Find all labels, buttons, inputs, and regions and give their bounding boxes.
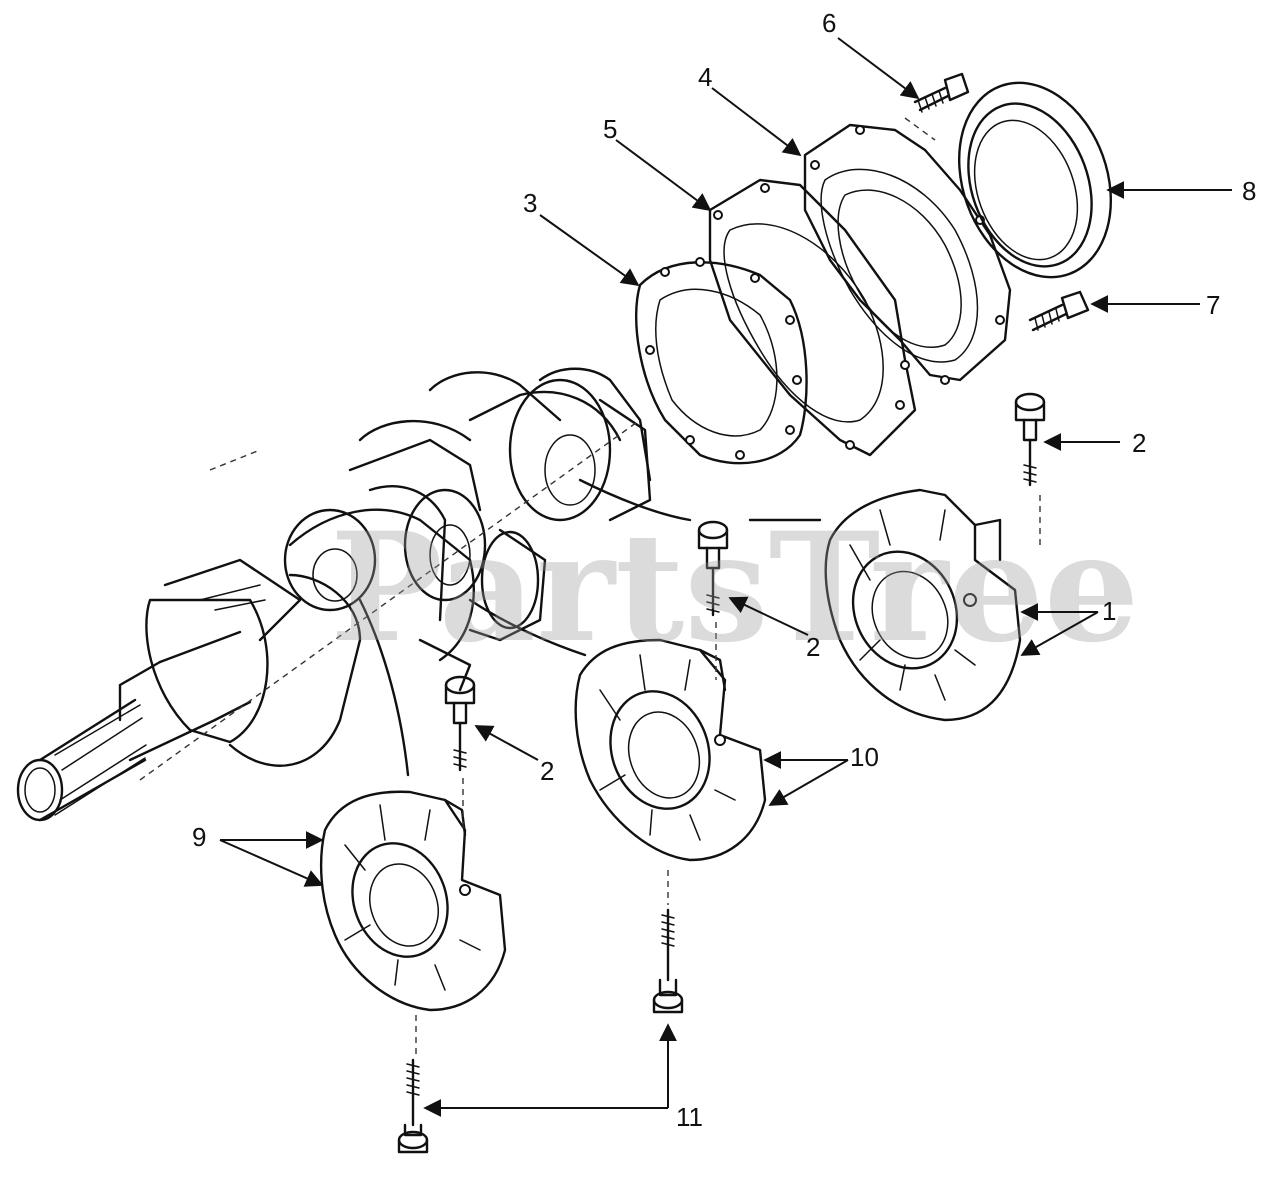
callout-8: 8 <box>1242 176 1256 206</box>
callout-10: 10 <box>850 742 879 772</box>
plate-part-5 <box>708 178 917 457</box>
bolt-part-7 <box>1028 290 1090 332</box>
callout-7: 7 <box>1206 290 1220 320</box>
retainer-plate-part-4 <box>803 123 1012 385</box>
bolt-part-2-left <box>444 675 476 830</box>
bolt-part-2-right <box>1014 392 1046 545</box>
callout-3: 3 <box>523 188 537 218</box>
callout-4: 4 <box>698 62 712 92</box>
bearing-cap-part-10 <box>574 638 767 862</box>
bearing-cap-part-9 <box>319 790 507 1012</box>
callout-2-right: 2 <box>1132 428 1146 458</box>
callout-9: 9 <box>192 822 206 852</box>
leader-lines <box>219 37 1232 1117</box>
callout-labels: 6 4 5 3 8 7 2 1 2 2 10 9 11 <box>192 8 1256 1132</box>
callout-6: 6 <box>822 8 836 38</box>
assembly-lines <box>358 478 822 777</box>
watermark: PartsTree <box>330 500 1139 676</box>
callout-2-middle: 2 <box>806 632 820 662</box>
callout-11: 11 <box>676 1102 703 1132</box>
gasket-part-3 <box>635 257 808 465</box>
callout-5: 5 <box>603 114 617 144</box>
bolt-part-6 <box>904 72 970 141</box>
bolt-part-11-lower <box>397 1015 429 1154</box>
bolt-part-11-upper <box>652 870 684 1014</box>
bearing-cap-part-1 <box>824 488 1022 722</box>
oil-seal-part-8 <box>957 81 1113 279</box>
bolt-part-2-middle <box>697 520 729 680</box>
callout-1: 1 <box>1102 596 1116 626</box>
callout-2-left: 2 <box>540 756 554 786</box>
crankshaft <box>16 367 652 822</box>
